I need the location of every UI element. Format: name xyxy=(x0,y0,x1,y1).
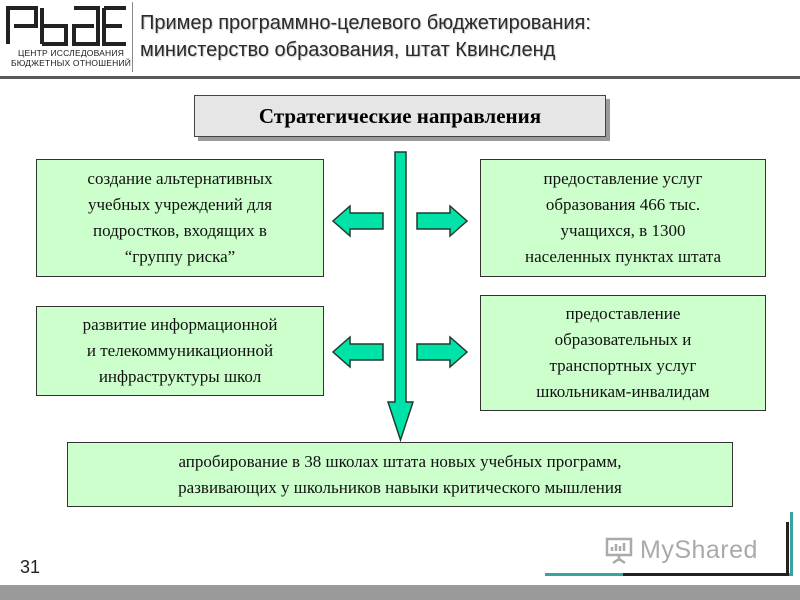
right-arrow-mid xyxy=(416,335,469,369)
left-arrow-mid xyxy=(331,335,384,369)
presentation-board-icon xyxy=(605,537,633,565)
box-line: и телекоммуникационной xyxy=(86,341,274,360)
direction-box-alternative-institutions: создание альтернативных учебных учрежден… xyxy=(36,159,324,277)
strategic-directions-heading: Стратегические направления xyxy=(194,95,606,137)
header-divider xyxy=(0,76,800,79)
box-line: населенных пунктах штата xyxy=(524,247,721,266)
left-arrow-top xyxy=(331,204,384,238)
watermark: MyShared xyxy=(604,535,758,565)
result-box-new-programs: апробирование в 38 школах штата новых уч… xyxy=(67,442,733,507)
box-line: “группу риска” xyxy=(124,247,236,266)
logo-text-line2: БЮДЖЕТНЫХ ОТНОШЕНИЙ xyxy=(10,58,132,68)
logo-mark xyxy=(6,6,126,46)
box-line: учебных учреждений для xyxy=(87,195,273,214)
direction-box-it-infrastructure: развитие информационной и телекоммуникац… xyxy=(36,306,324,396)
box-line: апробирование в 38 школах штата новых уч… xyxy=(178,451,622,471)
box-line: развитие информационной xyxy=(82,315,278,334)
right-arrow-top xyxy=(416,204,469,238)
box-line: создание альтернативных xyxy=(87,169,273,188)
direction-box-disabled-students: предоставление образовательных и транспо… xyxy=(480,295,766,411)
box-line: подростков, входящих в xyxy=(93,221,267,240)
box-line: транспортных услуг xyxy=(549,356,697,375)
logo-text-line1: ЦЕНТР ИССЛЕДОВАНИЯ xyxy=(17,48,125,58)
title-line-1: Пример программно-целевого бюджетировани… xyxy=(140,12,591,34)
box-line: школьникам-инвалидам xyxy=(536,382,710,401)
box-line: образовательных и xyxy=(554,330,692,349)
page-title: Пример программно-целевого бюджетировани… xyxy=(140,10,795,64)
page-number: 31 xyxy=(20,557,41,577)
box-line: инфраструктуры школ xyxy=(98,367,262,386)
box-line: учащихся, в 1300 xyxy=(560,221,686,240)
title-line-2: министерство образования, штат Квинсленд xyxy=(140,39,556,61)
header-separator xyxy=(132,2,133,72)
logo: ЦЕНТР ИССЛЕДОВАНИЯ БЮДЖЕТНЫХ ОТНОШЕНИЙ xyxy=(4,4,132,70)
direction-box-education-services: предоставление услуг образования 466 тыс… xyxy=(480,159,766,277)
box-line: предоставление услуг xyxy=(543,169,703,188)
watermark-text: MyShared xyxy=(640,535,758,564)
box-line: образования 466 тыс. xyxy=(545,195,701,214)
box-line: предоставление xyxy=(565,304,681,323)
bottom-bar xyxy=(0,585,800,600)
box-line: развивающих у школьников навыки критичес… xyxy=(178,477,622,497)
central-down-arrow xyxy=(386,151,415,443)
footer-frame-dark xyxy=(623,522,789,576)
